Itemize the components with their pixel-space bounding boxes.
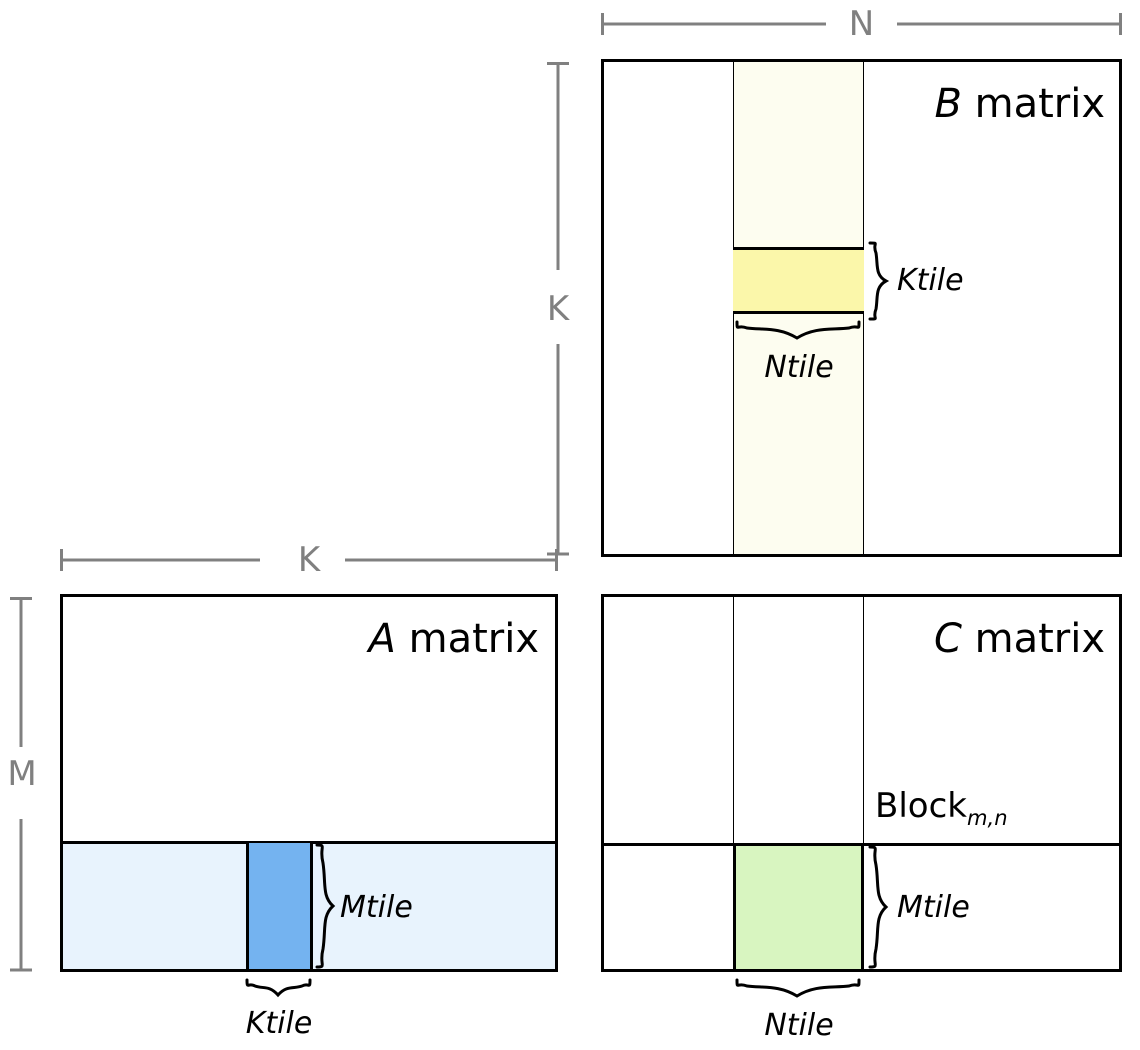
a-matrix-title-var: A bbox=[368, 616, 396, 662]
c-matrix-divider-left bbox=[733, 597, 734, 843]
block-label-base: Block bbox=[875, 786, 967, 826]
label-a-ktile: Ktile bbox=[245, 1006, 313, 1041]
c-matrix-tile bbox=[733, 846, 864, 969]
brace-a-ktile bbox=[245, 976, 313, 1004]
b-matrix-title-rest: matrix bbox=[961, 81, 1105, 127]
dimension-line-m bbox=[3, 597, 39, 972]
dimension-label-n: N bbox=[848, 4, 875, 44]
a-matrix-box: A matrix bbox=[60, 594, 558, 972]
label-b-ktile: Ktile bbox=[897, 263, 964, 298]
dimension-line-n bbox=[601, 6, 1122, 42]
c-matrix-box: C matrix Blockm,n bbox=[601, 594, 1122, 972]
a-matrix-row-divider bbox=[63, 841, 555, 844]
dimension-label-m: M bbox=[7, 754, 37, 794]
c-matrix-title: C matrix bbox=[934, 619, 1105, 659]
c-matrix-row-divider bbox=[604, 843, 1119, 846]
a-matrix-title-rest: matrix bbox=[395, 616, 539, 662]
label-a-mtile: Mtile bbox=[340, 890, 413, 925]
c-matrix-divider-right bbox=[863, 597, 864, 843]
dimension-label-k-vertical: K bbox=[546, 289, 570, 329]
b-matrix-title-var: B bbox=[934, 81, 962, 127]
a-matrix-title: A matrix bbox=[369, 619, 539, 659]
c-matrix-title-rest: matrix bbox=[961, 616, 1105, 662]
c-matrix-block-label: Blockm,n bbox=[875, 789, 1008, 828]
b-matrix-tile bbox=[733, 247, 864, 314]
block-label-subscript: m,n bbox=[966, 804, 1008, 830]
dimension-label-k-horizontal: K bbox=[297, 540, 321, 580]
dimension-line-k-vertical bbox=[540, 62, 576, 556]
label-c-ntile: Ntile bbox=[764, 1008, 834, 1043]
label-b-ntile: Ntile bbox=[764, 350, 834, 385]
brace-c-ntile bbox=[735, 976, 863, 1006]
c-matrix-title-var: C bbox=[933, 616, 962, 662]
b-matrix-title: B matrix bbox=[934, 84, 1105, 124]
b-matrix-box: B matrix bbox=[601, 59, 1122, 557]
dimension-line-k-horizontal bbox=[60, 542, 558, 578]
label-c-mtile: Mtile bbox=[897, 890, 970, 925]
a-matrix-tile bbox=[246, 843, 313, 969]
